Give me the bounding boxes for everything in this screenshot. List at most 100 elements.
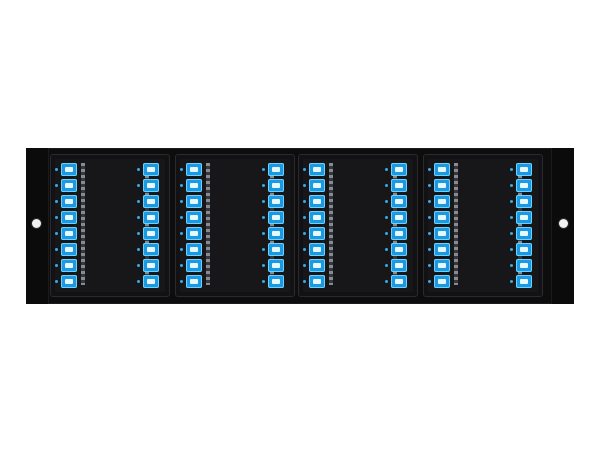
port-indicator-icon: [303, 280, 306, 283]
port-indicator-icon: [55, 184, 58, 187]
sc-fiber-port: [55, 179, 77, 192]
fiber-cassette-1: [50, 154, 170, 297]
port-indicator-icon: [303, 168, 306, 171]
port-indicator-icon: [428, 216, 431, 219]
port-indicator-icon: [510, 248, 513, 251]
sc-fiber-port: [385, 259, 407, 272]
port-column-1: [303, 163, 345, 291]
sc-fiber-port: [180, 195, 202, 208]
port-indicator-icon: [428, 264, 431, 267]
port-indicator-icon: [137, 168, 140, 171]
port-indicator-icon: [180, 184, 183, 187]
port-indicator-icon: [385, 280, 388, 283]
port-indicator-icon: [385, 248, 388, 251]
sc-fiber-port: [55, 211, 77, 224]
sc-fiber-port: [55, 163, 77, 176]
sc-fiber-port: [385, 195, 407, 208]
port-indicator-icon: [55, 216, 58, 219]
sc-fiber-port: [428, 179, 450, 192]
port-column-2: [250, 163, 286, 291]
port-indicator-icon: [510, 280, 513, 283]
sc-fiber-port: [303, 195, 325, 208]
sc-fiber-port: [303, 227, 325, 240]
port-indicator-icon: [262, 264, 265, 267]
sc-fiber-port: [510, 179, 532, 192]
sc-fiber-port: [137, 163, 159, 176]
port-indicator-icon: [510, 264, 513, 267]
sc-fiber-port: [55, 275, 77, 288]
sc-fiber-port: [262, 211, 284, 224]
port-indicator-icon: [510, 200, 513, 203]
sc-fiber-port: [303, 163, 325, 176]
label-strip: [145, 163, 149, 285]
mounting-hole-right: [559, 219, 568, 228]
port-column-1: [428, 163, 470, 291]
sc-fiber-port: [55, 259, 77, 272]
label-strip: [206, 163, 210, 285]
port-indicator-icon: [303, 200, 306, 203]
port-column-2: [125, 163, 161, 291]
sc-fiber-port: [137, 179, 159, 192]
sc-fiber-port: [55, 243, 77, 256]
port-indicator-icon: [262, 200, 265, 203]
sc-fiber-port: [428, 195, 450, 208]
sc-fiber-port: [428, 211, 450, 224]
sc-fiber-port: [428, 163, 450, 176]
sc-fiber-port: [262, 259, 284, 272]
label-strip: [81, 163, 85, 285]
sc-fiber-port: [510, 259, 532, 272]
port-indicator-icon: [55, 280, 58, 283]
sc-fiber-port: [303, 243, 325, 256]
sc-fiber-port: [303, 179, 325, 192]
sc-fiber-port: [303, 275, 325, 288]
port-indicator-icon: [428, 280, 431, 283]
left-mounting-ear: [26, 148, 49, 304]
port-indicator-icon: [303, 264, 306, 267]
sc-fiber-port: [262, 195, 284, 208]
port-indicator-icon: [510, 232, 513, 235]
mounting-hole-left: [32, 219, 41, 228]
sc-fiber-port: [137, 227, 159, 240]
port-indicator-icon: [385, 184, 388, 187]
port-indicator-icon: [55, 232, 58, 235]
port-indicator-icon: [385, 232, 388, 235]
port-indicator-icon: [510, 168, 513, 171]
port-indicator-icon: [137, 248, 140, 251]
label-strip: [270, 163, 274, 285]
port-indicator-icon: [180, 280, 183, 283]
sc-fiber-port: [510, 243, 532, 256]
port-indicator-icon: [180, 248, 183, 251]
label-strip: [393, 163, 397, 285]
port-indicator-icon: [303, 248, 306, 251]
fiber-cassette-3: [298, 154, 418, 297]
port-indicator-icon: [180, 168, 183, 171]
label-strip: [329, 163, 333, 285]
port-indicator-icon: [137, 184, 140, 187]
sc-fiber-port: [55, 227, 77, 240]
sc-fiber-port: [55, 195, 77, 208]
port-indicator-icon: [303, 232, 306, 235]
port-indicator-icon: [180, 232, 183, 235]
port-indicator-icon: [137, 216, 140, 219]
sc-fiber-port: [262, 227, 284, 240]
sc-fiber-port: [137, 259, 159, 272]
port-column-2: [498, 163, 534, 291]
sc-fiber-port: [262, 179, 284, 192]
port-indicator-icon: [55, 248, 58, 251]
sc-fiber-port: [303, 211, 325, 224]
patch-panel-chassis: [26, 148, 574, 304]
port-indicator-icon: [385, 264, 388, 267]
fiber-cassette-2: [175, 154, 295, 297]
port-indicator-icon: [385, 200, 388, 203]
port-indicator-icon: [303, 184, 306, 187]
port-indicator-icon: [428, 232, 431, 235]
port-column-1: [55, 163, 97, 291]
sc-fiber-port: [180, 243, 202, 256]
port-indicator-icon: [55, 264, 58, 267]
port-indicator-icon: [510, 216, 513, 219]
fiber-cassette-4: [423, 154, 543, 297]
port-column-2: [373, 163, 409, 291]
sc-fiber-port: [180, 259, 202, 272]
port-indicator-icon: [428, 184, 431, 187]
sc-fiber-port: [510, 195, 532, 208]
